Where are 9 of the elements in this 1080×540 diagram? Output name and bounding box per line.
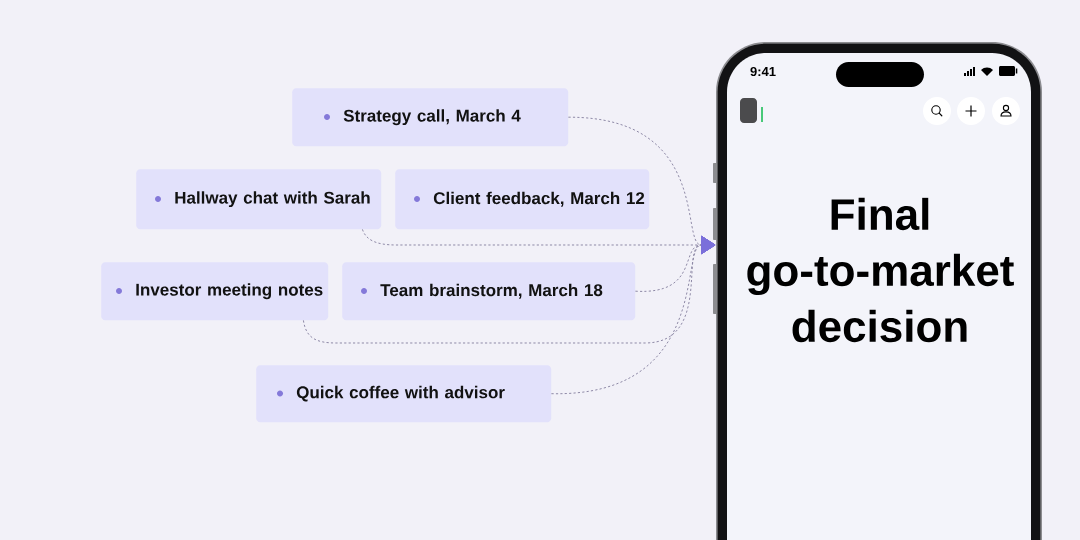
status-time: 9:41: [750, 66, 776, 77]
heading: Final go-to-market decision: [747, 197, 1014, 343]
note-box: Investor meeting notes: [101, 262, 329, 321]
note-box: Team brainstorm, March 18: [342, 262, 636, 321]
note-box: Quick coffee with advisor: [256, 365, 552, 423]
note-box: Strategy call, March 4: [292, 88, 569, 147]
note-box: Hallway chat with Sarah: [136, 169, 382, 230]
arrow: [550, 235, 716, 395]
note-box: Client feedback, March 12: [395, 169, 650, 230]
